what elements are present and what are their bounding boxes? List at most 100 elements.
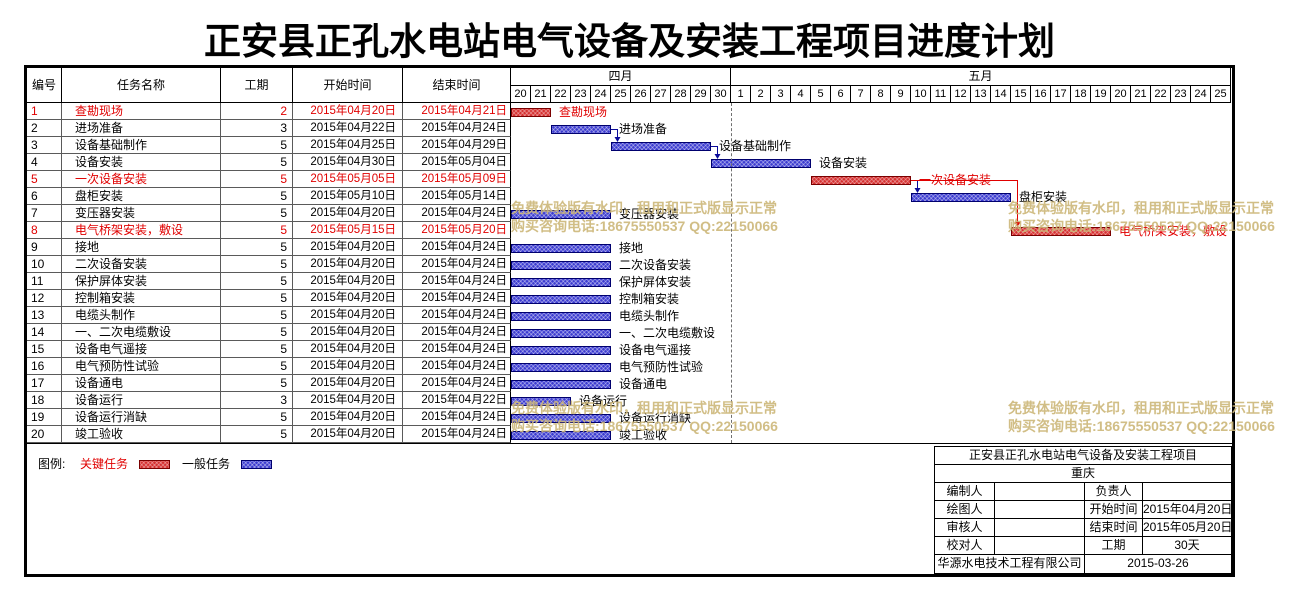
day-tick-label: 4 — [791, 86, 811, 103]
task-bar-label: 设备电气遥接 — [619, 343, 692, 357]
task-id-cell: 15 — [27, 341, 62, 358]
task-id-cell: 2 — [27, 120, 62, 137]
task-name-cell: 竣工验收 — [62, 426, 221, 443]
task-bar[interactable] — [911, 193, 1011, 202]
task-end-cell: 2015年05月09日 — [403, 171, 511, 188]
checker-value — [995, 537, 1085, 555]
day-tick-label: 21 — [1131, 86, 1151, 103]
task-bar[interactable] — [611, 142, 711, 151]
day-tick-label: 24 — [1191, 86, 1211, 103]
task-start-cell: 2015年04月20日 — [293, 307, 403, 324]
task-start-cell: 2015年04月20日 — [293, 341, 403, 358]
task-id-cell: 10 — [27, 256, 62, 273]
task-end-cell: 2015年04月24日 — [403, 256, 511, 273]
task-bar[interactable] — [511, 244, 611, 253]
day-tick-label: 19 — [1091, 86, 1111, 103]
task-bar[interactable] — [511, 312, 611, 321]
column-header-duration[interactable]: 工期 — [221, 68, 293, 103]
title-block: 正安县正孔水电站电气设备及安装工程项目 重庆 编制人 负责人 绘图人 开始时间 … — [934, 446, 1232, 574]
task-end-cell: 2015年04月29日 — [403, 137, 511, 154]
task-start-cell: 2015年04月20日 — [293, 426, 403, 443]
day-tick-label: 11 — [931, 86, 951, 103]
column-header-name[interactable]: 任务名称 — [62, 68, 221, 103]
day-tick-label: 22 — [1151, 86, 1171, 103]
day-tick-label: 24 — [591, 86, 611, 103]
task-name-cell: 控制箱安装 — [62, 290, 221, 307]
day-tick-label: 15 — [1011, 86, 1031, 103]
compiler-label: 编制人 — [935, 483, 995, 501]
column-header-end[interactable]: 结束时间 — [403, 68, 511, 103]
task-bar-label: 查勘现场 — [559, 105, 608, 119]
day-tick-label: 18 — [1071, 86, 1091, 103]
task-bar[interactable] — [511, 363, 611, 372]
day-tick-label: 20 — [511, 86, 531, 103]
task-bar-label: 进场准备 — [619, 122, 668, 136]
task-end-cell: 2015年04月24日 — [403, 205, 511, 222]
dependency-line — [611, 129, 618, 138]
critical-task-bar[interactable] — [1011, 227, 1111, 236]
task-bar-label: 保护屏体安装 — [619, 275, 692, 289]
task-bar[interactable] — [511, 346, 611, 355]
task-start-cell: 2015年04月20日 — [293, 103, 403, 120]
task-duration-cell: 3 — [221, 120, 293, 137]
task-duration-cell: 5 — [221, 409, 293, 426]
compiler-value — [995, 483, 1085, 501]
task-duration-cell: 5 — [221, 256, 293, 273]
task-bar[interactable] — [511, 414, 611, 423]
task-duration-cell: 5 — [221, 222, 293, 239]
day-tick-label: 25 — [611, 86, 631, 103]
task-bar[interactable] — [511, 210, 611, 219]
column-header-start[interactable]: 开始时间 — [293, 68, 403, 103]
critical-task-bar[interactable] — [511, 108, 551, 117]
task-name-cell: 进场准备 — [62, 120, 221, 137]
day-tick-label: 7 — [851, 86, 871, 103]
task-bar[interactable] — [511, 261, 611, 270]
task-bar[interactable] — [511, 397, 571, 406]
task-bar[interactable] — [511, 380, 611, 389]
legend-critical-label: 关键任务 — [80, 457, 129, 471]
task-name-cell: 二次设备安装 — [62, 256, 221, 273]
critical-task-bar[interactable] — [811, 176, 911, 185]
task-name-cell: 电缆头制作 — [62, 307, 221, 324]
column-header-id[interactable]: 编号 — [27, 68, 62, 103]
legend-normal-swatch — [241, 460, 272, 469]
task-bar-label: 竣工验收 — [619, 428, 668, 442]
task-end-cell: 2015年04月24日 — [403, 375, 511, 392]
task-bar[interactable] — [511, 278, 611, 287]
task-bar-label: 电气桥架安装，敷设 — [1119, 224, 1228, 238]
task-end-cell: 2015年04月24日 — [403, 409, 511, 426]
task-id-cell: 17 — [27, 375, 62, 392]
task-duration-cell: 2 — [221, 103, 293, 120]
task-start-cell: 2015年04月20日 — [293, 324, 403, 341]
task-start-cell: 2015年05月15日 — [293, 222, 403, 239]
task-bar-label: 变压器安装 — [619, 207, 680, 221]
task-bar-label: 电缆头制作 — [619, 309, 680, 323]
task-bar[interactable] — [511, 295, 611, 304]
task-bar[interactable] — [511, 329, 611, 338]
task-bar[interactable] — [551, 125, 611, 134]
day-tick-label: 21 — [531, 86, 551, 103]
task-bar[interactable] — [511, 431, 611, 440]
task-duration-cell: 5 — [221, 137, 293, 154]
task-bar[interactable] — [711, 159, 811, 168]
